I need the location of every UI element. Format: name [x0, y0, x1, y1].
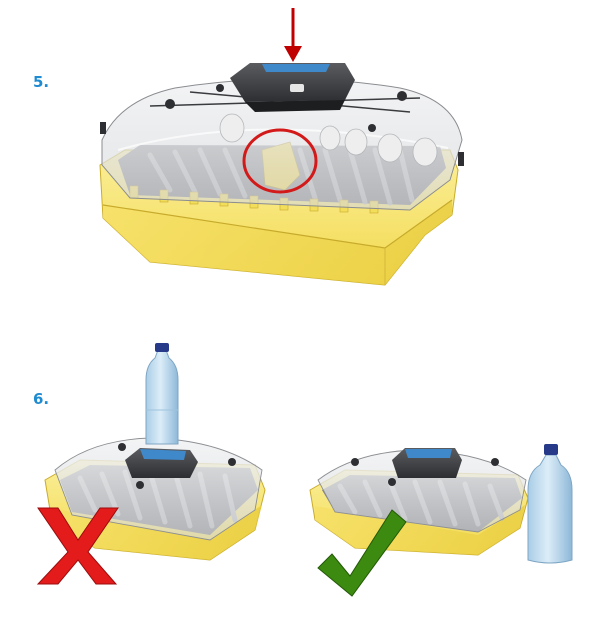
incubator-correct	[309, 448, 529, 556]
red-arrow-icon	[284, 8, 302, 62]
water-bottle-on-top	[145, 343, 179, 445]
incubator-large	[99, 63, 464, 286]
step-6-label: 6.	[33, 390, 50, 408]
checkmark-icon	[317, 509, 407, 597]
highlight-circle-icon	[242, 128, 318, 194]
cross-icon	[36, 507, 119, 585]
step-5-label: 5.	[33, 73, 50, 91]
incubator-wrong	[44, 437, 266, 561]
water-bottle-beside	[527, 444, 573, 564]
